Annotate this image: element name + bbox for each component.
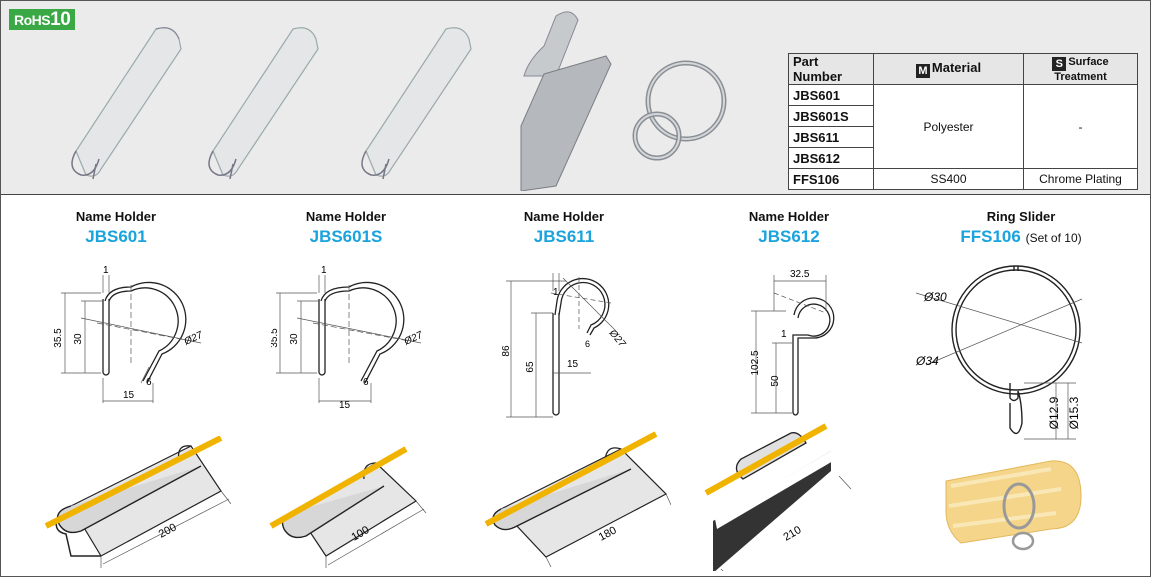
part-cell: FFS106 xyxy=(788,168,874,190)
product-heading-ffs106: Ring Slider FFS106 (Set of 10) xyxy=(946,209,1096,250)
dim-ring-outer: Ø15.3 xyxy=(1067,396,1081,429)
dim-diameter: Ø27 xyxy=(606,327,628,350)
dim-height: 35.5 xyxy=(271,328,280,348)
dim-width: 15 xyxy=(567,359,579,370)
dim-width: 15 xyxy=(123,390,135,401)
perspective-jbs612: 210 xyxy=(704,423,852,571)
table-row: JBS612 xyxy=(788,147,1138,169)
surface-cell-group: - xyxy=(1023,84,1138,169)
table-row: JBS611 xyxy=(788,126,1138,148)
dim-diameter: Ø27 xyxy=(402,330,425,349)
drawing-jbs601s: 35.5 30 1 Ø27 6 15 xyxy=(271,265,425,411)
dim-width: 32.5 xyxy=(790,269,810,280)
table-row: FFS106 SS400 Chrome Plating xyxy=(788,168,1138,190)
holder-photo-jbs601 xyxy=(71,27,182,180)
product-code: JBS601 xyxy=(85,227,147,246)
product-heading-jbs612: Name Holder JBS612 xyxy=(739,209,839,249)
rohs-badge: RoHS10 xyxy=(9,9,76,30)
perspective-ffs106 xyxy=(945,460,1082,551)
dim-height: 102.5 xyxy=(750,350,761,375)
product-note: (Set of 10) xyxy=(1025,231,1082,245)
product-heading-jbs611: Name Holder JBS611 xyxy=(514,209,614,249)
dim-inner-height: 50 xyxy=(770,375,781,387)
product-heading-jbs601: Name Holder JBS601 xyxy=(66,209,166,249)
product-code: FFS106 (Set of 10) xyxy=(946,225,1096,250)
rohs-number: 10 xyxy=(50,9,71,30)
holder-photo-jbs601s xyxy=(208,27,319,180)
product-name: Name Holder xyxy=(75,209,157,224)
dim-height: 35.5 xyxy=(53,328,64,348)
surface-cell: Chrome Plating xyxy=(1023,168,1138,190)
product-code: JBS601S xyxy=(309,227,383,246)
product-code-text: FFS106 xyxy=(960,227,1021,246)
table-row: JBS601 Polyester - xyxy=(788,84,1138,169)
drawing-ffs106: Ø30 Ø34 Ø12.9 Ø15.3 xyxy=(915,265,1083,440)
product-code: JBS611 xyxy=(533,227,595,246)
holder-photo-jbs611 xyxy=(361,27,472,180)
perspective-jbs611: 180 xyxy=(484,431,671,568)
product-heading-jbs601s: Name Holder JBS601S xyxy=(296,209,396,249)
dim-thickness: 1 xyxy=(553,287,559,298)
dim-length: 210 xyxy=(782,524,804,544)
perspective-jbs601s: 100 xyxy=(269,446,427,568)
product-name: Ring Slider xyxy=(986,209,1056,224)
dim-thickness: 1 xyxy=(781,329,787,340)
dim-inner-height: 30 xyxy=(73,333,84,345)
product-name: Name Holder xyxy=(523,209,605,224)
dim-diameter: Ø27 xyxy=(182,330,205,349)
dim-gap: 6 xyxy=(363,377,369,388)
product-photo-banner: RoHS10 xyxy=(1,1,1150,195)
part-cell: JBS601S xyxy=(788,105,874,127)
dim-gap: 6 xyxy=(585,339,590,349)
surface-icon: S xyxy=(1052,56,1067,71)
drawing-jbs611: 86 65 1 Ø27 6 15 xyxy=(501,273,628,418)
perspective-jbs601: 200 xyxy=(44,436,231,568)
part-cell: JBS611 xyxy=(788,126,874,148)
rohs-text: RoHS xyxy=(14,12,51,28)
part-cell: JBS612 xyxy=(788,147,874,169)
dim-ring-inner: Ø12.9 xyxy=(1047,396,1061,429)
product-name: Name Holder xyxy=(748,209,830,224)
header-part-number: Part Number xyxy=(788,53,874,85)
part-cell: JBS601 xyxy=(788,84,874,106)
drawing-jbs601: 35.5 30 1 Ø27 6 15 xyxy=(53,265,205,403)
header-material-label: Material xyxy=(931,60,982,75)
dim-width: 15 xyxy=(339,400,351,411)
material-cell-group: Polyester xyxy=(873,84,1024,169)
material-icon: M xyxy=(915,64,930,78)
dim-thickness: 1 xyxy=(321,265,327,276)
dim-gap: 6 xyxy=(146,377,152,388)
material-cell: SS400 xyxy=(873,168,1024,190)
dim-outer-diameter: Ø34 xyxy=(915,354,939,368)
header-surface-label: Surface Treatment xyxy=(1054,55,1109,83)
ring-slider-photo xyxy=(632,60,727,161)
dim-height: 86 xyxy=(501,345,512,357)
product-code: JBS612 xyxy=(758,227,820,246)
dim-inner-height: 65 xyxy=(525,361,536,373)
dim-inner-diameter: Ø30 xyxy=(923,290,947,304)
product-name: Name Holder xyxy=(305,209,387,224)
drawing-jbs612: 32.5 102.5 50 1 xyxy=(750,269,835,416)
dim-inner-height: 30 xyxy=(289,333,300,345)
holder-photo-jbs612 xyxy=(520,11,612,191)
dim-thickness: 1 xyxy=(103,265,109,276)
